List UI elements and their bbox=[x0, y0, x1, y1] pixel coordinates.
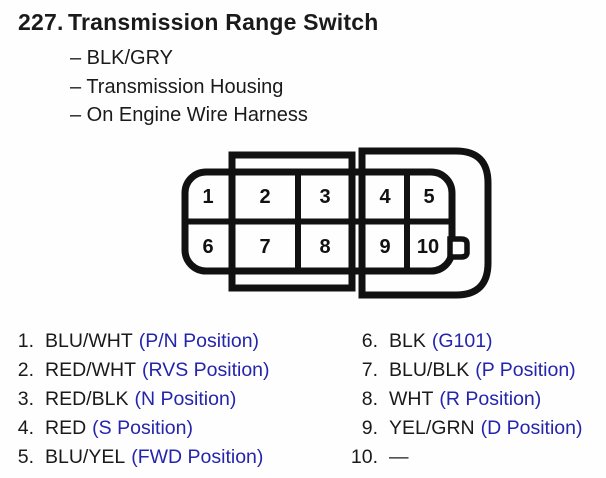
pin-position-label: (P/N Position) bbox=[138, 330, 260, 352]
pin-wire-color: RED/WHT bbox=[45, 359, 136, 381]
connector-notes: – BLK/GRY – Transmission Housing – On En… bbox=[70, 44, 308, 130]
pin-cell-5: 5 bbox=[423, 186, 435, 208]
note-wire-color: – BLK/GRY bbox=[70, 47, 174, 69]
page-title: Transmission Range Switch bbox=[68, 9, 379, 35]
section-header: 227. Transmission Range Switch bbox=[18, 9, 378, 36]
pin-position-label: (G101) bbox=[431, 330, 493, 352]
pin-cell-2: 2 bbox=[259, 186, 271, 208]
pin-list-number: 4. bbox=[17, 417, 34, 439]
pin-list-number: 7. bbox=[361, 359, 378, 381]
pin-position-label: (R Position) bbox=[439, 388, 542, 410]
pin-list-right-column: 6. BLK (G101) 7. BLU/BLK (P Position) 8.… bbox=[340, 327, 583, 472]
pin-list-item-8: 8. WHT (R Position) bbox=[340, 385, 582, 414]
pin-position-label: (S Position) bbox=[92, 417, 193, 439]
pin-list-number: 9. bbox=[361, 417, 378, 439]
pin-position-label: (N Position) bbox=[134, 388, 237, 410]
pin-wire-color: YEL/GRN bbox=[389, 417, 475, 439]
note-harness: – On Engine Wire Harness bbox=[70, 104, 308, 126]
pin-list-number: 10. bbox=[350, 446, 378, 468]
pin-list-item-4: 4. RED (S Position) bbox=[8, 414, 270, 443]
pin-list-item-6: 6. BLK (G101) bbox=[340, 327, 582, 356]
connector-key-tab bbox=[447, 236, 470, 260]
pin-wire-color: BLU/WHT bbox=[45, 330, 133, 352]
pin-list-item-9: 9. YEL/GRN (D Position) bbox=[340, 414, 583, 443]
section-number: 227. bbox=[18, 9, 64, 35]
pin-cell-4: 4 bbox=[379, 186, 391, 208]
pin-list-number: 6. bbox=[361, 330, 378, 352]
pin-position-label: (FWD Position) bbox=[131, 446, 264, 468]
pin-cell-10: 10 bbox=[416, 236, 440, 258]
pin-list-item-2: 2. RED/WHT (RVS Position) bbox=[8, 356, 270, 385]
pin-cell-6: 6 bbox=[202, 236, 214, 258]
pin-list-number: 8. bbox=[361, 388, 378, 410]
pin-list-number: 2. bbox=[17, 359, 34, 381]
pin-list-item-7: 7. BLU/BLK (P Position) bbox=[340, 356, 582, 385]
pin-list-item-1: 1. BLU/WHT (P/N Position) bbox=[8, 327, 270, 356]
pin-cell-9: 9 bbox=[379, 236, 391, 258]
pin-list-number: 3. bbox=[17, 388, 34, 410]
pin-wire-color: BLK bbox=[389, 330, 426, 352]
pin-position-label: (RVS Position) bbox=[142, 359, 270, 381]
note-location: – Transmission Housing bbox=[70, 75, 284, 98]
pin-position-label: (P Position) bbox=[475, 359, 576, 381]
pin-wire-color: BLU/BLK bbox=[389, 359, 470, 381]
pin-list-left-column: 1. BLU/WHT (P/N Position) 2. RED/WHT (RV… bbox=[8, 327, 270, 472]
connector-shell-outline bbox=[358, 147, 492, 299]
pin-cell-3: 3 bbox=[319, 186, 331, 208]
pin-cell-8: 8 bbox=[319, 236, 331, 258]
pin-list-number: 5. bbox=[17, 446, 34, 468]
pin-wire-color: WHT bbox=[389, 388, 434, 410]
pin-wire-color: BLU/YEL bbox=[45, 446, 126, 468]
pin-cell-7: 7 bbox=[259, 236, 271, 258]
pin-position-label: (D Position) bbox=[480, 417, 583, 439]
pin-list-item-10: 10. — bbox=[340, 443, 582, 472]
pin-list-item-5: 5. BLU/YEL (FWD Position) bbox=[8, 443, 270, 472]
pin-wire-color: — bbox=[389, 446, 409, 468]
pin-wire-color: RED bbox=[45, 417, 87, 439]
pin-wire-color: RED/BLK bbox=[45, 388, 129, 410]
pin-list-number: 1. bbox=[17, 330, 34, 352]
pin-list-item-3: 3. RED/BLK (N Position) bbox=[8, 385, 270, 414]
pin-cell-1: 1 bbox=[202, 186, 214, 208]
